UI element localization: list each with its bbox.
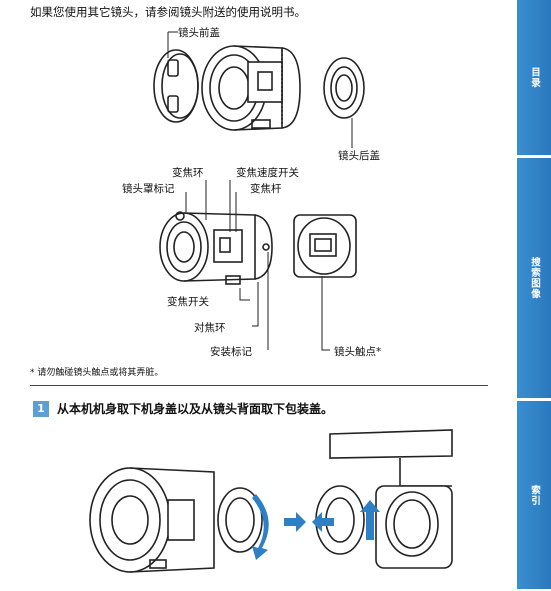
label-front-cap: 镜头前盖 [178, 27, 220, 39]
lens-detail-drawing [159, 211, 273, 285]
manual-page: 如果您使用其它镜头，请参阅镜头附送的使用说明书。 [30, 5, 488, 573]
tab-contents-label: 目录 [529, 67, 540, 88]
step-instruction: 从本机机身取下机身盖以及从镜头背面取下包装盖。 [57, 402, 334, 416]
step-lens-drawing [89, 467, 215, 573]
direction-arrows [252, 494, 380, 560]
sidebar-nav: 目录 搜索图像 索引 [517, 0, 551, 591]
tab-search-image[interactable]: 搜索图像 [517, 158, 551, 400]
intro-text: 如果您使用其它镜头，请参阅镜头附送的使用说明书。 [30, 5, 306, 19]
camera-body-drawing [329, 429, 453, 569]
label-rear-cap: 镜头后盖 [338, 150, 380, 162]
lens-body-drawing [201, 45, 301, 131]
step-number-badge: 1 [33, 400, 49, 417]
step-1: 1 从本机机身取下机身盖以及从镜头背面取下包装盖。 [33, 400, 333, 417]
rear-cap-drawing [323, 57, 365, 119]
footnote: * 请勿触碰镜头触点或将其弄脏。 [30, 368, 164, 378]
label-mount-index: 安装标记 [210, 346, 252, 358]
label-zoom-switch: 变焦开关 [167, 296, 209, 308]
tab-contents[interactable]: 目录 [517, 0, 551, 157]
tab-index-label: 索引 [529, 484, 540, 506]
label-focus-ring: 对焦环 [194, 322, 226, 334]
label-zoom-speed-switch: 变焦速度开关 [236, 167, 299, 179]
front-cap-drawing [153, 49, 199, 123]
label-zoom-ring: 变焦环 [172, 167, 204, 179]
tab-index[interactable]: 索引 [517, 401, 551, 591]
label-contacts: 镜头触点* [334, 346, 382, 358]
step-rear-cap-drawing [217, 487, 263, 553]
label-hood-index: 镜头罩标记 [122, 183, 175, 195]
label-zoom-lever: 变焦杆 [250, 183, 282, 195]
divider [30, 385, 488, 386]
lens-illustrations [89, 31, 453, 573]
lens-mount-drawing [293, 214, 357, 278]
tab-search-image-label: 搜索图像 [529, 257, 540, 299]
